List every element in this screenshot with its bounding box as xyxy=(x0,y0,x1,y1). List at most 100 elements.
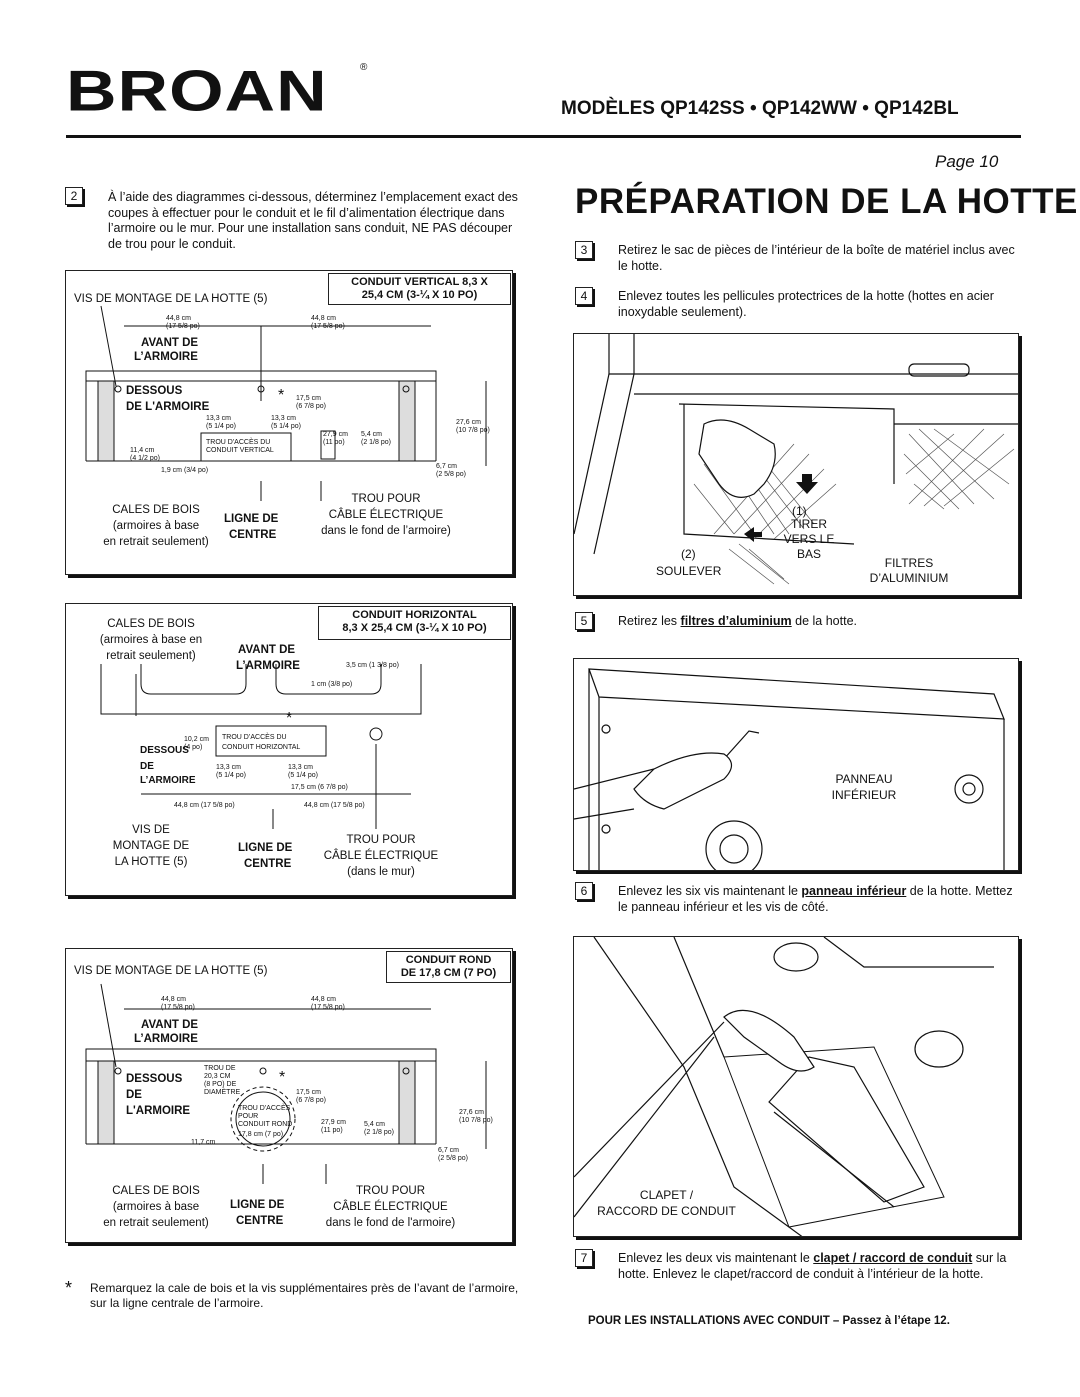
hole-label: 20,3 CM xyxy=(204,1073,231,1080)
wood-label: (armoires à base en xyxy=(99,634,203,646)
models-heading: MODÈLES QP142SS • QP142WW • QP142BL xyxy=(561,98,959,119)
wood-label: (armoires à base xyxy=(112,520,200,532)
callout-lower-panel: PANNEAU xyxy=(835,772,893,786)
illustration-lower-panel: PANNEAU INFÉRIEUR xyxy=(573,658,1019,871)
step-6-text: Enlevez les six vis maintenant le pannea… xyxy=(618,884,1018,915)
dim-label: 6,7 cm xyxy=(436,463,458,470)
front-label: L’ARMOIRE xyxy=(134,1033,198,1045)
dim-label: 44,8 cm (17 5/8 po) xyxy=(304,802,365,809)
dim-label: 5,4 cm xyxy=(364,1121,386,1128)
step-4-text: Enlevez toutes les pellicules protectric… xyxy=(618,289,994,319)
under-label: DE L'ARMOIRE xyxy=(126,401,210,413)
dim-label: (5 1/4 po) xyxy=(206,423,236,430)
star-mark: * xyxy=(286,710,293,727)
hole-label: POUR xyxy=(238,1113,259,1120)
dim-label: (5 1/4 po) xyxy=(288,772,318,779)
dim-label: 17,5 cm xyxy=(296,1089,321,1096)
dim-label: (6 7/8 po) xyxy=(296,1097,326,1104)
hole-label: CONDUIT HORIZONTAL xyxy=(222,744,301,751)
callout-lower-panel: INFÉRIEUR xyxy=(831,788,897,802)
callout-filters: D’ALUMINIUM xyxy=(869,571,949,585)
wire-hole-label: dans le fond de l'armoire) xyxy=(325,1217,456,1229)
registered-mark: ® xyxy=(360,62,368,73)
step-3-text: Retirez le sac de pièces de l’intérieur … xyxy=(618,243,1015,273)
front-label: L’ARMOIRE xyxy=(134,351,198,363)
dim-label: 3,5 cm (1 3/8 po) xyxy=(346,662,399,669)
wood-label: (armoires à base xyxy=(112,1201,200,1213)
callout-step-1: (1) xyxy=(792,504,807,518)
screws-label: LA HOTTE (5) xyxy=(114,856,188,868)
screws-label: VIS DE MONTAGE DE LA HOTTE (5) xyxy=(74,293,268,305)
dim-label: (17 5/8 po) xyxy=(311,1004,345,1011)
front-label: AVANT DE xyxy=(141,337,199,349)
hole-label: (8 PO) DE xyxy=(204,1081,237,1088)
centerline-label: LIGNE DE xyxy=(230,1199,285,1211)
under-label: DESSOUS xyxy=(126,1073,183,1085)
dim-label: 5,4 cm xyxy=(361,431,383,438)
page-title: PRÉPARATION DE LA HOTTE xyxy=(575,182,1078,221)
dim-label: 1,9 cm (3/4 po) xyxy=(161,467,209,474)
diagram-drawing xyxy=(85,983,487,1184)
wood-label: retrait seulement) xyxy=(106,650,196,662)
step-text-part: Retirez les xyxy=(618,614,681,628)
dim-label: 44,8 cm xyxy=(311,996,336,1003)
wood-label: en retrait seulement) xyxy=(103,1217,209,1229)
under-label: L’ARMOIRE xyxy=(140,775,196,786)
hole-label: CONDUIT ROND xyxy=(238,1121,293,1128)
step-number: 2 xyxy=(65,187,83,205)
dim-label: 13,3 cm xyxy=(206,415,231,422)
step-number: 7 xyxy=(575,1249,593,1267)
dim-label: (6 7/8 po) xyxy=(296,403,326,410)
step-7-text: Enlevez les deux vis maintenant le clape… xyxy=(618,1251,1018,1282)
dim-label: (10 7/8 po) xyxy=(459,1117,493,1124)
callout-pull: TIRER xyxy=(791,517,827,531)
duct-type-line1: CONDUIT HORIZONTAL xyxy=(352,609,477,621)
dim-label: (11 po) xyxy=(323,439,345,446)
dim-label: 27,9 cm xyxy=(323,431,348,438)
step-number: 6 xyxy=(575,882,593,900)
damper-drawing xyxy=(574,937,994,1236)
dim-label: (5 1/4 po) xyxy=(271,423,301,430)
final-instruction: POUR LES INSTALLATIONS AVEC CONDUIT – Pa… xyxy=(588,1315,950,1327)
dim-label: (2 5/8 po) xyxy=(438,1155,468,1162)
front-label: L’ARMOIRE xyxy=(236,660,300,672)
hole-label: TROU DE xyxy=(204,1065,236,1072)
under-label: L'ARMOIRE xyxy=(126,1105,191,1117)
dim-label: 6,7 cm xyxy=(438,1147,460,1154)
duct-type-line2: 8,3 X 25,4 CM (3-¼ X 10 PO) xyxy=(342,622,487,634)
callout-pull: VERS LE xyxy=(783,532,835,546)
step-2-text: À l’aide des diagrammes ci-dessous, déte… xyxy=(108,190,518,251)
dim-label: 1 cm (3/8 po) xyxy=(311,681,353,688)
step-text-part: de la hotte. Mettez le panneau inférieur… xyxy=(618,884,1013,914)
dim-label: 44,8 cm xyxy=(161,996,186,1003)
dim-label: 27,6 cm xyxy=(456,419,481,426)
centerline-label: CENTRE xyxy=(229,529,277,541)
dim-label: 44,8 cm xyxy=(166,315,191,322)
wire-hole-label: (dans le mur) xyxy=(347,866,415,878)
diagram-vertical-duct: CONDUIT VERTICAL 8,3 X 25,4 CM (3-¼ X 10… xyxy=(65,270,513,575)
callout-filters: FILTRES xyxy=(884,556,934,570)
dim-label: (17 5/8 po) xyxy=(166,323,200,330)
part-name: panneau inférieur xyxy=(801,884,907,898)
dim-label: 17,5 cm (6 7/8 po) xyxy=(291,784,348,791)
screws-label: VIS DE MONTAGE DE LA HOTTE (5) xyxy=(74,965,268,977)
star-mark: * xyxy=(279,1069,286,1086)
illustration-filter-removal: (1) TIRER VERS LE BAS (2) SOULEVER FILTR… xyxy=(573,333,1019,596)
callout-lift: SOULEVER xyxy=(656,564,722,578)
dim-label: (4 1/2 po) xyxy=(130,455,160,462)
wire-hole-label: CÂBLE ÉLECTRIQUE xyxy=(323,850,439,862)
dim-label: (5 1/4 po) xyxy=(216,772,246,779)
part-name: clapet / raccord de conduit xyxy=(813,1251,973,1265)
header-rule xyxy=(66,135,1021,138)
centerline-label: CENTRE xyxy=(244,858,292,870)
hole-label: TROU D'ACCÈS DU xyxy=(206,439,271,446)
dim-label: (17 5/8 po) xyxy=(161,1004,195,1011)
callout-step-2: (2) xyxy=(681,547,696,561)
wire-hole-label: TROU POUR xyxy=(356,1185,425,1197)
wood-label: en retrait seulement) xyxy=(103,536,209,548)
dim-label: 27,6 cm xyxy=(459,1109,484,1116)
dim-label: 11,4 cm xyxy=(130,447,155,454)
diagram-horizontal-duct: CONDUIT HORIZONTAL 8,3 X 25,4 CM (3-¼ X … xyxy=(65,603,513,896)
dim-label: (2 5/8 po) xyxy=(436,471,466,478)
hood-filter-drawing xyxy=(574,334,1018,585)
